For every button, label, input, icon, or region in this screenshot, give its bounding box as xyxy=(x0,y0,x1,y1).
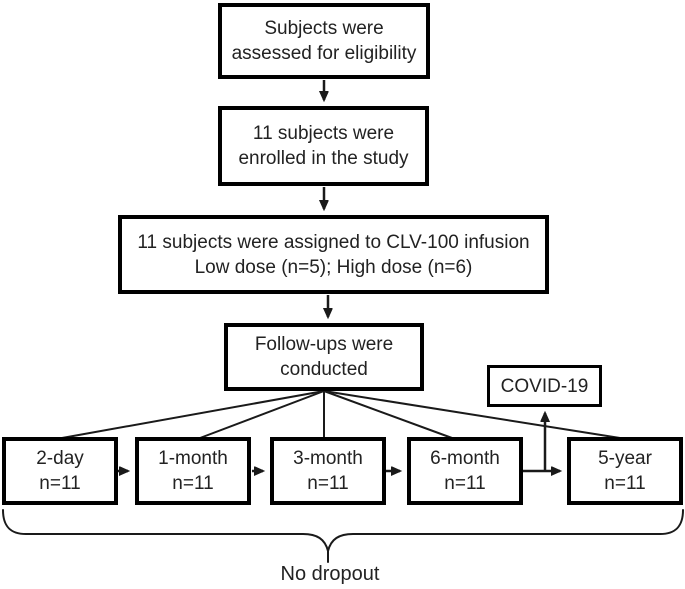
timepoint-label: 5-year xyxy=(598,448,652,469)
node-text-line: enrolled in the study xyxy=(238,148,409,169)
timepoint-label: 6-month xyxy=(430,448,500,469)
timepoint-count: n=11 xyxy=(444,473,486,494)
node-timepoint-2day: 2-day n=11 xyxy=(2,437,118,505)
node-text-line: COVID-19 xyxy=(500,375,589,397)
fan-line-to-5year xyxy=(323,390,621,439)
node-timepoint-1month: 1-month n=11 xyxy=(135,437,251,505)
timepoint-count: n=11 xyxy=(307,473,349,494)
no-dropout-brace xyxy=(2,509,684,563)
node-enrolled: 11 subjects were enrolled in the study xyxy=(218,106,429,186)
node-text-line: 11 subjects were xyxy=(252,123,395,144)
timepoint-count: n=11 xyxy=(39,473,81,494)
fan-line-to-1month xyxy=(199,390,325,439)
node-timepoint-5year: 5-year n=11 xyxy=(567,437,683,505)
node-text-line: Follow-ups were xyxy=(254,334,394,355)
node-text-line: assessed for eligibility xyxy=(231,43,417,64)
fan-line-to-6month xyxy=(323,390,453,439)
timepoint-count: n=11 xyxy=(172,473,214,494)
node-assigned-infusion: 11 subjects were assigned to CLV-100 inf… xyxy=(118,215,549,294)
node-text-line: conducted xyxy=(280,359,368,380)
node-followups-conducted: Follow-ups were conducted xyxy=(224,323,424,391)
node-assessed-eligibility: Subjects were assessed for eligibility xyxy=(218,3,430,79)
timepoint-count: n=11 xyxy=(604,473,646,494)
node-timepoint-3month: 3-month n=11 xyxy=(270,437,386,505)
node-text-line: 11 subjects were assigned to CLV-100 inf… xyxy=(137,231,530,253)
node-text-line: Subjects were xyxy=(264,18,384,39)
node-covid-19: COVID-19 xyxy=(487,365,602,407)
node-timepoint-6month: 6-month n=11 xyxy=(407,437,523,505)
timepoint-label: 1-month xyxy=(158,448,228,469)
no-dropout-label: No dropout xyxy=(280,563,380,585)
fan-line-to-2day xyxy=(61,390,325,439)
node-text-line: Low dose (n=5); High dose (n=6) xyxy=(194,256,473,278)
timepoint-label: 3-month xyxy=(293,448,363,469)
timepoint-label: 2-day xyxy=(36,448,84,469)
